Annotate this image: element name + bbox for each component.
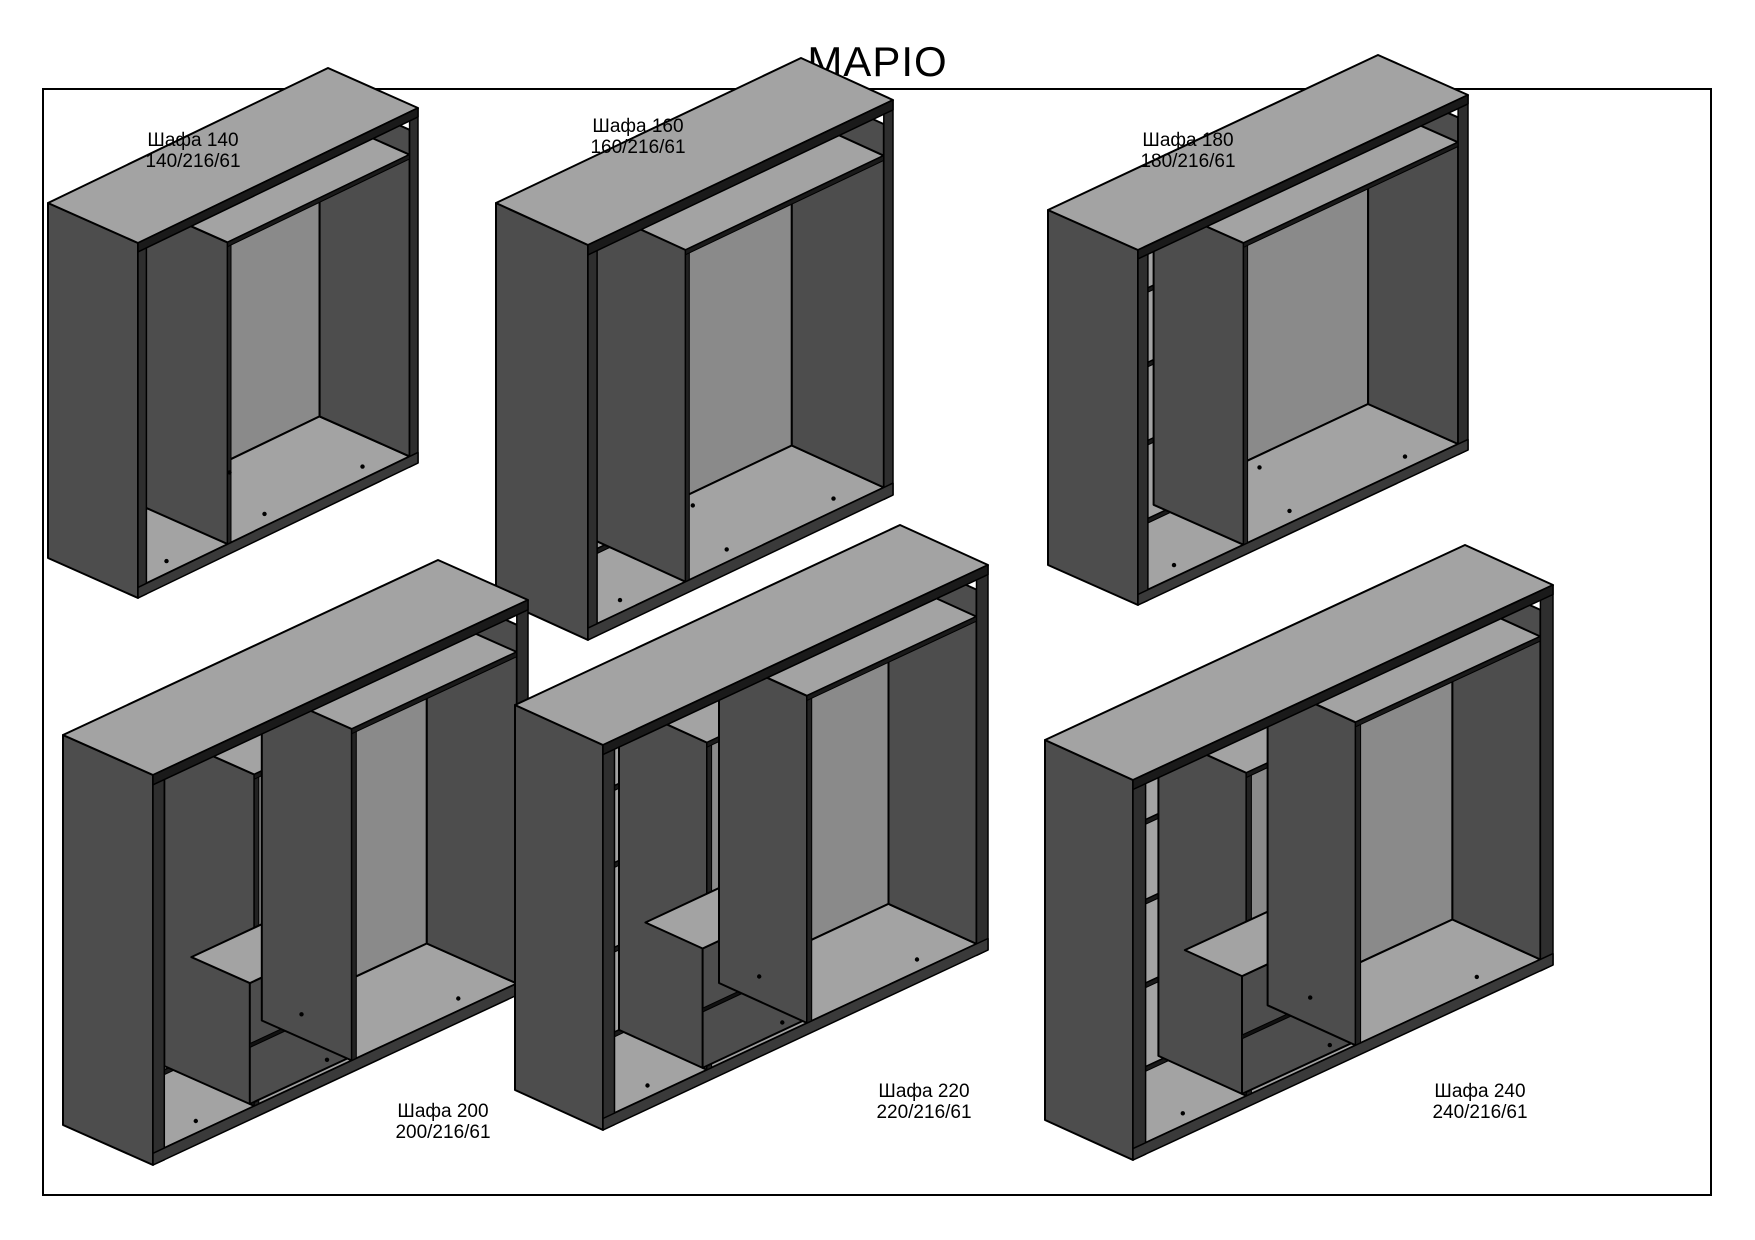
fixing-dot — [193, 1118, 198, 1124]
divider-panel — [1152, 202, 1245, 546]
fixing-dot — [724, 547, 729, 552]
caption-dims: 200/216/61 — [395, 1122, 491, 1143]
divider-edge — [806, 693, 813, 1024]
wardrobe-180 — [1047, 54, 1469, 606]
bottom-rail — [137, 451, 419, 599]
fixing-dot — [299, 1012, 304, 1017]
fixing-dot — [757, 974, 762, 979]
wardrobe-160 — [495, 57, 894, 641]
left-side-edge — [587, 239, 598, 641]
left-side-edge — [137, 238, 148, 599]
left-side-panel — [1047, 209, 1139, 606]
top-edge — [1132, 584, 1554, 791]
divider-edge — [685, 243, 690, 583]
wardrobe-240 — [1044, 544, 1554, 1161]
fixing-dot — [360, 464, 365, 469]
fixing-dot — [262, 511, 267, 517]
caption-wardrobe-180: Шафа 180 180/216/61 — [1078, 130, 1298, 172]
fixing-dot — [1287, 508, 1292, 514]
fixing-dot — [617, 597, 623, 603]
fixing-dot — [1171, 562, 1177, 568]
divider-panel — [136, 201, 229, 546]
caption-dims: 160/216/61 — [590, 137, 686, 158]
left-side-panel — [514, 704, 604, 1131]
fixing-dot — [1180, 1111, 1186, 1116]
fixing-dot — [1402, 454, 1408, 459]
top-edge — [1137, 94, 1469, 260]
top-edge — [152, 599, 529, 786]
divider-panel — [260, 688, 353, 1062]
wardrobe-220 — [514, 524, 989, 1131]
fixing-dot — [831, 496, 836, 501]
left-side-panel — [62, 734, 154, 1166]
wardrobe-140 — [47, 67, 419, 599]
caption-wardrobe-140: Шафа 140 140/216/61 — [83, 130, 303, 172]
divider-panel — [592, 203, 687, 583]
left-side-edge — [152, 769, 166, 1166]
fixing-dot — [914, 957, 920, 962]
bottom-rail — [1132, 952, 1554, 1161]
fixing-dot — [456, 996, 461, 1001]
fixing-dot — [1308, 995, 1313, 1000]
drawing-frame — [42, 88, 1712, 1196]
caption-dims: 180/216/61 — [1140, 151, 1236, 172]
divider-edge — [1243, 240, 1249, 546]
left-side-edge — [1132, 773, 1147, 1161]
caption-name: Шафа 240 — [1434, 1081, 1526, 1102]
left-side-panel — [495, 202, 589, 641]
fixing-dot — [164, 558, 169, 564]
caption-dims: 240/216/61 — [1432, 1102, 1528, 1123]
divider-panel — [1266, 681, 1357, 1047]
bottom-rail — [602, 937, 989, 1131]
right-side-edge — [1539, 584, 1554, 972]
caption-wardrobe-160: Шафа 160 160/216/61 — [528, 116, 748, 158]
caption-wardrobe-220: Шафа 220 220/216/61 — [814, 1081, 1034, 1123]
top-edge — [137, 107, 419, 253]
divider-panel — [618, 701, 708, 1071]
left-side-panel — [1044, 739, 1134, 1161]
caption-dims: 220/216/61 — [876, 1102, 972, 1123]
caption-name: Шафа 220 — [878, 1081, 970, 1102]
caption-dims: 140/216/61 — [145, 151, 241, 172]
right-side-edge — [883, 99, 894, 501]
bottom-rail — [1137, 438, 1469, 606]
fixing-dot — [690, 503, 695, 508]
wardrobe-200 — [62, 559, 529, 1166]
divider-panel — [718, 654, 808, 1024]
fixing-dot — [227, 470, 232, 475]
caption-wardrobe-200: Шафа 200 200/216/61 — [333, 1101, 553, 1143]
divider-panel — [163, 733, 256, 1107]
caption-name: Шафа 140 — [147, 130, 239, 151]
left-side-panel — [47, 202, 139, 599]
divider-panel — [1157, 731, 1248, 1097]
left-side-edge — [602, 738, 616, 1131]
right-side-edge — [975, 564, 989, 957]
fixing-dot — [1474, 974, 1480, 980]
left-side-edge — [1137, 244, 1149, 606]
fixing-dot — [1257, 465, 1262, 470]
right-side-edge — [1457, 94, 1469, 456]
caption-name: Шафа 200 — [397, 1101, 489, 1122]
top-edge — [587, 99, 894, 256]
right-side-edge — [408, 107, 419, 468]
fixing-dot — [1327, 1042, 1333, 1048]
divider-edge — [351, 726, 357, 1061]
divider-edge — [227, 240, 232, 545]
caption-wardrobe-240: Шафа 240 240/216/61 — [1370, 1081, 1590, 1123]
divider-edge — [1355, 719, 1362, 1046]
fixing-dot — [780, 1020, 785, 1025]
caption-name: Шафа 160 — [592, 116, 684, 137]
fixing-dot — [324, 1057, 330, 1063]
bottom-rail — [587, 482, 894, 641]
caption-name: Шафа 180 — [1142, 130, 1234, 151]
fixing-dot — [645, 1083, 650, 1088]
top-edge — [602, 564, 989, 756]
